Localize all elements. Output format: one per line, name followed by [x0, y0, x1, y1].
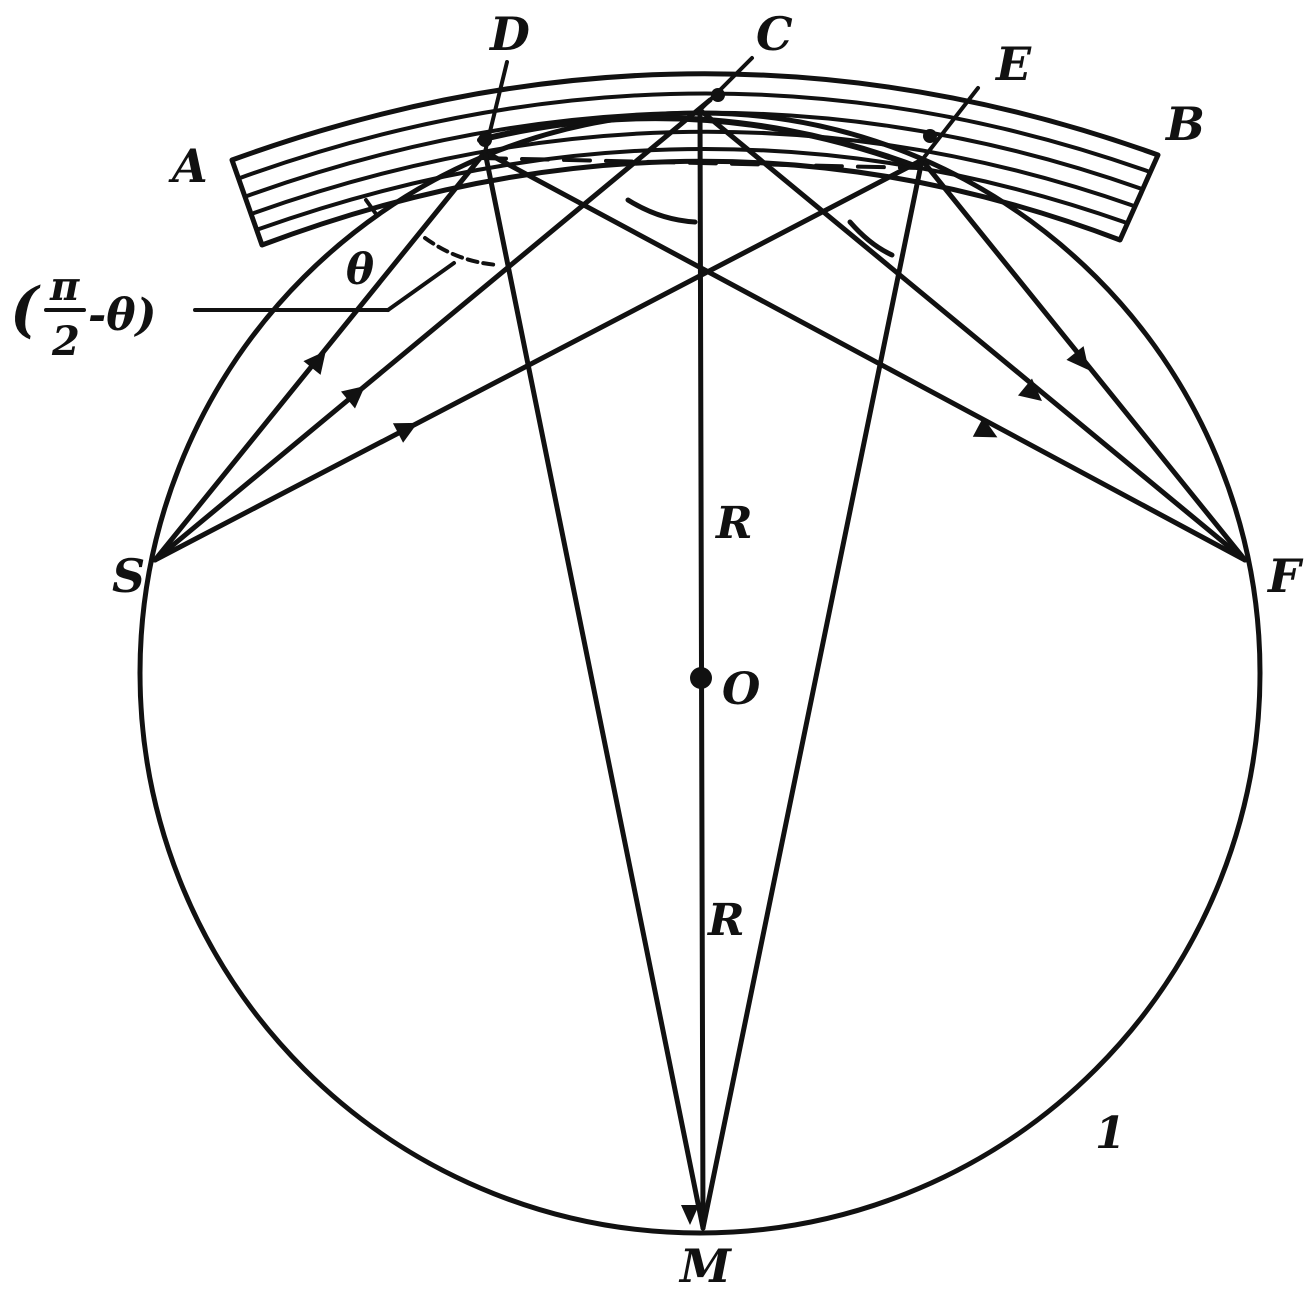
ray-arrows	[303, 346, 1089, 1225]
angle-arc-d	[423, 236, 500, 267]
arrow-ray-e-f	[1066, 346, 1089, 371]
label-circle-number: 1	[1095, 1108, 1126, 1159]
arrow-ray-s-c	[340, 385, 365, 409]
angle-expression: ( π 2 -θ)	[10, 263, 156, 365]
normal-c-ext	[698, 56, 754, 112]
label-r-lower: R	[706, 895, 745, 946]
point-e	[923, 129, 937, 143]
line-d-to-m	[482, 149, 706, 1231]
crystal-plate	[229, 71, 1161, 248]
crystal-plate-outline	[229, 71, 1161, 248]
arrow-ray-s-d	[303, 350, 326, 375]
angle-leader-diagonal	[386, 261, 456, 312]
diffracted-rays	[482, 107, 1248, 563]
ray-c-to-f	[697, 107, 1248, 563]
arrow-ray-c-f	[1018, 378, 1042, 401]
crystal-layer-3	[252, 129, 1136, 215]
point-o	[690, 667, 712, 689]
angle-arc-c	[625, 197, 698, 225]
arrow-ray-d-f	[972, 417, 998, 438]
angle-expression-open: (	[10, 275, 41, 345]
crystal-layer-2	[245, 110, 1144, 198]
label-a: A	[168, 139, 208, 193]
ray-s-to-c	[152, 97, 713, 563]
points	[478, 88, 937, 689]
label-c: C	[756, 7, 793, 61]
ray-s-to-e	[152, 157, 925, 563]
normal-e-ext	[920, 86, 980, 162]
point-d	[478, 133, 492, 147]
angle-arc-e	[847, 219, 895, 258]
angle-expression-two: 2	[51, 318, 80, 365]
ray-d-to-f	[482, 149, 1248, 563]
label-d: D	[488, 7, 530, 61]
label-b: B	[1164, 97, 1205, 151]
angle-marks	[193, 197, 895, 312]
label-e: E	[994, 37, 1032, 91]
arrow-ray-s-e	[392, 422, 418, 443]
label-f: F	[1266, 549, 1304, 603]
label-theta: θ	[346, 245, 374, 294]
label-o: O	[722, 664, 760, 715]
line-e-to-m	[700, 157, 925, 1231]
label-m: M	[678, 1239, 733, 1289]
crystal-layer-1	[238, 91, 1152, 180]
label-s: S	[112, 549, 145, 603]
theta-tick	[364, 198, 378, 216]
arrow-into-m	[681, 1205, 699, 1225]
point-c	[711, 88, 725, 102]
angle-expression-pi: π	[49, 263, 80, 310]
crystal-layer-4	[257, 146, 1129, 231]
label-r-upper: R	[714, 498, 753, 549]
angle-expression-rest: -θ)	[88, 290, 156, 341]
